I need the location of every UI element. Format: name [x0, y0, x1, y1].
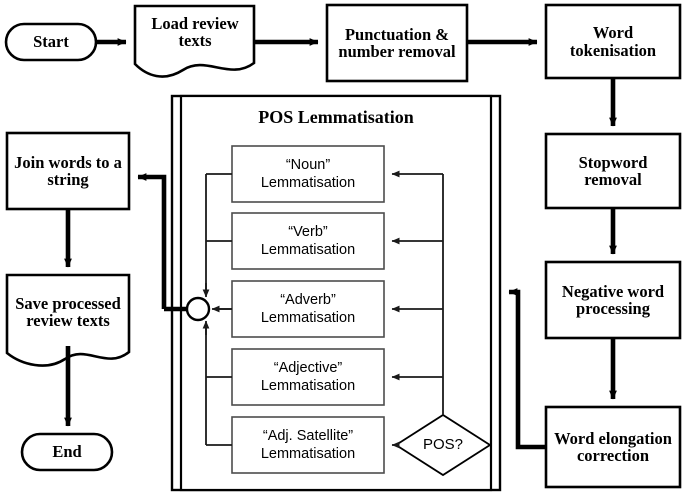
pos-decision-shape — [394, 413, 492, 477]
join-words-shape — [5, 131, 131, 211]
word-elongation-correction-shape — [544, 405, 682, 489]
end-node-shape — [20, 432, 114, 472]
lemma-box-adj-satellite — [231, 416, 385, 474]
punctuation-number-removal-shape — [325, 3, 469, 83]
stopword-removal-shape — [544, 132, 682, 210]
edge-pos-panel-to-join — [137, 173, 167, 309]
negative-word-processing-shape — [544, 260, 682, 340]
lemma-box-adjective — [231, 348, 385, 406]
start-node-shape — [4, 22, 98, 62]
edge-elongation-to-pos-panel — [508, 288, 546, 450]
lemma-box-adverb — [231, 280, 385, 338]
save-processed-shape — [5, 273, 131, 367]
word-tokenisation-shape — [544, 3, 682, 80]
merge-junction-shape — [185, 296, 211, 322]
load-review-texts-shape — [133, 4, 256, 78]
lemma-box-verb — [231, 212, 385, 270]
lemma-box-noun — [231, 145, 385, 203]
